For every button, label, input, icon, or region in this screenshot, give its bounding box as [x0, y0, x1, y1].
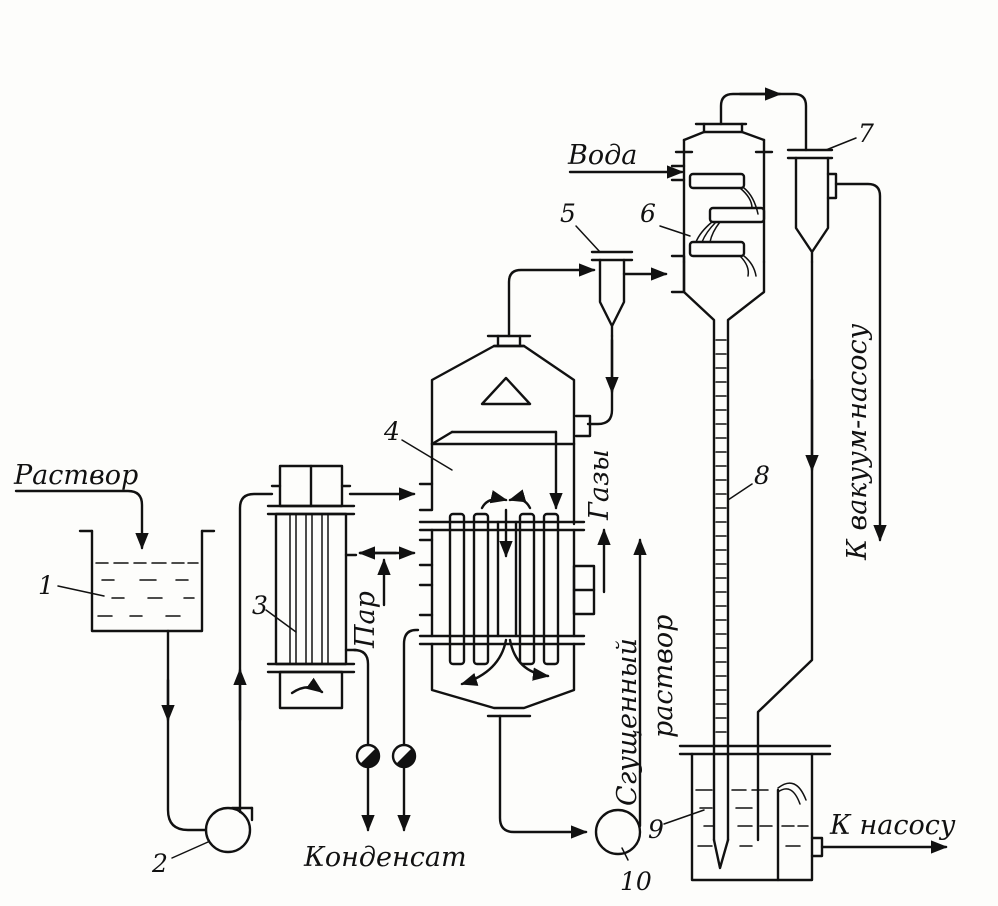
pump-to-heater-line — [238, 492, 274, 814]
separator-7 — [786, 148, 838, 264]
label-water: Вода — [567, 140, 637, 171]
feed-tank — [78, 529, 216, 633]
separator-return-line — [586, 334, 614, 426]
liquid-surface — [95, 562, 199, 617]
barometric-tube — [712, 339, 730, 870]
label-steam: Пар — [350, 591, 381, 649]
steam-trap-left — [355, 743, 381, 769]
steam-trap-right — [391, 743, 417, 769]
separator-5 — [590, 250, 634, 338]
preheater — [266, 464, 358, 710]
label-concentrated-2: раствор — [648, 615, 679, 738]
label-to-vacuum-pump: К вакуум-насосу — [842, 323, 873, 561]
label-condensate: Конденсат — [303, 842, 467, 873]
number-8: 8 — [754, 461, 770, 490]
label-gases: Газы — [584, 449, 615, 521]
evaporator — [418, 334, 611, 718]
leader-lines — [57, 137, 857, 861]
heater-condensate-line — [352, 648, 370, 750]
number-10: 10 — [620, 867, 652, 896]
evaporator-condensate-line — [402, 628, 420, 750]
number-2: 2 — [151, 849, 168, 878]
number-6: 6 — [640, 199, 656, 228]
number-3: 3 — [252, 591, 268, 620]
hot-well-tank — [678, 744, 832, 882]
number-5: 5 — [560, 199, 576, 228]
vapor-line — [507, 263, 596, 338]
number-4: 4 — [383, 417, 400, 446]
number-7: 7 — [858, 119, 874, 148]
vacuum-pump-line — [834, 182, 887, 542]
concentrated-outlet-line — [498, 714, 588, 839]
number-1: 1 — [38, 571, 54, 600]
label-solution: Раствор — [13, 460, 138, 491]
feed-pump — [204, 806, 254, 854]
label-concentrated-1: Сгущенный — [612, 638, 643, 806]
number-9: 9 — [648, 815, 664, 844]
solution-inlet-line — [14, 489, 149, 550]
barometric-condenser — [670, 122, 774, 842]
discharge-pump — [594, 538, 647, 856]
tank-to-pump-line — [166, 629, 208, 832]
label-to-pump: К насосу — [829, 810, 956, 841]
